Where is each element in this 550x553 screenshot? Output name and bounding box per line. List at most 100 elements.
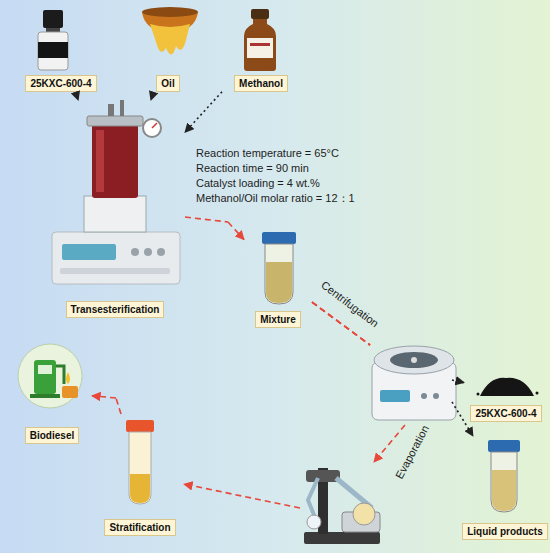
node-label: Oil <box>156 75 179 92</box>
reactor-illustration-part <box>62 244 116 260</box>
biodiesel-icon-part <box>18 344 82 408</box>
catalyst-powder-part <box>536 392 539 395</box>
oil-icon-part <box>150 24 190 55</box>
biodiesel-icon-part <box>30 394 60 398</box>
biodiesel-icon-part <box>38 365 52 374</box>
flow-arrow <box>312 302 464 383</box>
condition-text: Catalyst loading = 4 wt.% <box>196 176 320 190</box>
mixture-tube-part <box>262 232 296 244</box>
reactor-illustration-part <box>120 100 124 116</box>
reactor-illustration-part <box>87 116 143 126</box>
condition-text: Reaction temperature = 65°C <box>196 146 339 160</box>
rotary-evaporator-part <box>308 478 318 520</box>
process-node: Mixture <box>244 226 312 328</box>
reactor-illustration-part <box>152 123 157 128</box>
biodiesel-icon-part <box>34 360 56 394</box>
reactor-illustration <box>52 100 180 284</box>
rotary-evaporator-part <box>307 515 321 529</box>
arrow-segment <box>452 380 464 383</box>
node-label: 25KXC-600-4 <box>470 405 541 422</box>
arrow-segment <box>185 217 228 222</box>
process-node: Oil <box>128 4 208 92</box>
process-node: 25KXC-600-4 <box>16 6 106 92</box>
centrifuge-illustration-part <box>411 357 417 363</box>
methanol-bottle-part <box>244 19 276 71</box>
oil-icon-part <box>142 7 198 17</box>
centrifuge-illustration-part <box>390 352 438 368</box>
reactor-illustration-part <box>60 268 170 274</box>
stratification-tube <box>126 420 154 504</box>
node-label: Methanol <box>234 75 288 92</box>
arrow-segment <box>184 484 300 508</box>
methanol-bottle-part <box>250 43 270 46</box>
process-node: 25KXC-600-4 <box>464 362 548 422</box>
methanol-bottle-part <box>247 38 273 58</box>
reactor-illustration-part <box>52 232 180 284</box>
centrifuge-illustration-part <box>380 390 410 402</box>
stratification-tube-part <box>126 420 154 432</box>
liquid-tube-part <box>491 452 517 512</box>
process-node: Liquid products <box>462 436 548 540</box>
reactor-illustration-part <box>92 124 138 198</box>
node-label: 25KXC-600-4 <box>25 75 96 92</box>
condition-text: Reaction time = 90 min <box>196 161 309 175</box>
reactor-illustration-part <box>131 248 139 256</box>
reactor-illustration-part <box>144 248 152 256</box>
catalyst-powder-part <box>480 378 534 396</box>
centrifuge-illustration-part <box>421 393 427 399</box>
flow-arrow <box>76 92 79 100</box>
arrow-segment <box>92 396 116 398</box>
edge-label: Centrifugation <box>319 279 381 330</box>
biodiesel-icon-part <box>62 386 78 398</box>
arrow-segment <box>116 398 121 414</box>
process-node: Stratification <box>96 414 184 536</box>
edge-label: Evaporation <box>393 423 431 480</box>
node-label: Biodiesel <box>25 427 79 444</box>
flow-arrow <box>185 217 244 240</box>
node-label: Stratification <box>104 519 175 536</box>
centrifuge-illustration-part <box>433 393 439 399</box>
oil-icon <box>142 7 198 55</box>
liquid-tube-part <box>492 470 516 511</box>
reactor-illustration-part <box>108 104 114 116</box>
methanol-bottle <box>244 9 276 71</box>
node-label: Liquid products <box>462 523 548 540</box>
node-label: Transesterification <box>66 301 165 318</box>
mixture-tube-part <box>265 244 293 304</box>
reactor-illustration-part <box>96 130 104 192</box>
node-label: Mixture <box>255 311 301 328</box>
catalyst-bottle-part <box>38 42 68 58</box>
centrifuge-illustration-part <box>374 346 454 374</box>
flow-arrow <box>184 302 405 508</box>
flow-arrow <box>312 302 473 436</box>
catalyst-bottle-part <box>38 32 68 70</box>
liquid-tube <box>488 440 520 512</box>
stratification-tube-part <box>129 432 151 504</box>
mixture-tube-part <box>266 262 292 303</box>
process-node: Biodiesel <box>12 340 92 444</box>
flow-arrow <box>151 92 154 100</box>
catalyst-bottle <box>38 10 68 70</box>
condition-text: Methanol/Oil molar ratio = 12：1 <box>196 191 355 205</box>
rotary-evaporator <box>304 468 380 544</box>
rotary-evaporator-part <box>353 503 375 525</box>
biodiesel-icon-part <box>66 372 70 384</box>
reactor-illustration-part <box>157 248 165 256</box>
arrow-segment <box>151 92 154 100</box>
centrifuge-illustration <box>372 346 456 420</box>
process-node: Methanol <box>222 6 300 92</box>
arrow-segment <box>374 425 405 462</box>
rotary-evaporator-part <box>304 532 380 544</box>
mixture-tube <box>262 232 296 304</box>
reactor-illustration-part <box>84 196 146 232</box>
flow-arrow <box>185 92 222 133</box>
flow-arrow <box>92 396 121 414</box>
process-node: Transesterification <box>45 100 185 318</box>
liquid-tube-part <box>488 440 520 452</box>
biodiesel-icon-part <box>56 366 64 384</box>
catalyst-powder-part <box>477 393 480 396</box>
arrow-segment <box>185 92 222 133</box>
catalyst-powder <box>477 378 539 396</box>
methanol-bottle-part <box>251 9 269 19</box>
catalyst-bottle-part <box>43 10 63 28</box>
